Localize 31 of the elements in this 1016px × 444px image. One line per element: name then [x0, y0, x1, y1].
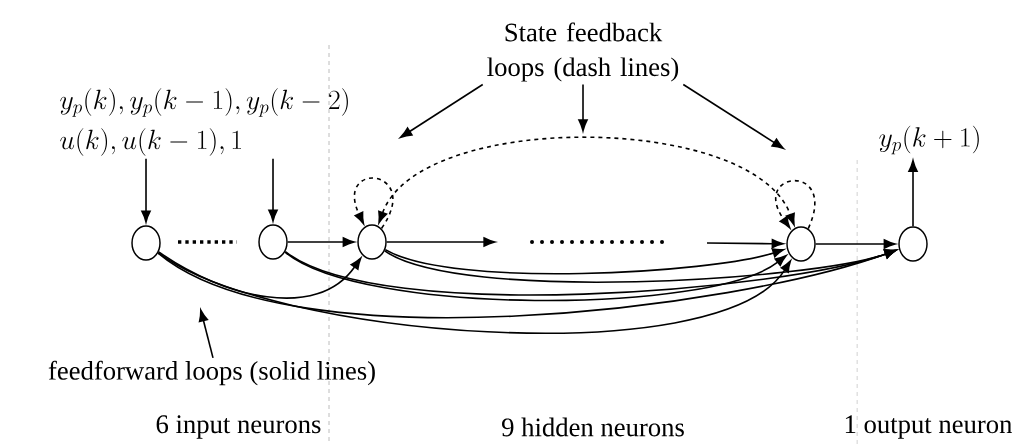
arrow	[385, 237, 496, 247]
neuron-circle	[786, 226, 816, 262]
arrow	[814, 239, 896, 249]
arrow	[908, 159, 918, 228]
input-signal-label: $y_p(k), y_p(k-1), y_p(k-2)$ $u(k), u(k-1), 1$	[60, 88, 348, 156]
neuron-circle	[898, 226, 928, 262]
section-label: 9 hidden neurons	[502, 417, 684, 437]
dashed-arrow	[354, 177, 394, 230]
section-label: 1 output neuron	[845, 415, 1012, 439]
arrow	[284, 251, 787, 302]
arrow	[384, 248, 785, 275]
leader-line	[578, 83, 588, 132]
leader-line	[400, 83, 484, 138]
arrow	[268, 157, 278, 222]
dashed-arrow	[774, 179, 816, 230]
leader-line	[198, 309, 214, 359]
arrow	[706, 238, 784, 249]
dashed-arrow	[378, 136, 795, 226]
annotation-text: feedforward loops (solid lines)	[48, 360, 375, 386]
section-label: 6 input neurons	[156, 415, 321, 439]
output-signal-label: $y_p(k+1)$	[879, 125, 979, 155]
arrow	[157, 251, 792, 334]
arrow	[157, 251, 362, 299]
arrow	[383, 249, 897, 283]
neuron-circle	[258, 224, 288, 260]
annotation-text: State feedback loops (dash lines)	[487, 22, 679, 82]
arrow	[141, 157, 151, 223]
neuron-circle	[357, 224, 387, 260]
leader-line	[682, 83, 784, 149]
neuron-circle	[131, 225, 161, 261]
arrow	[286, 237, 355, 247]
